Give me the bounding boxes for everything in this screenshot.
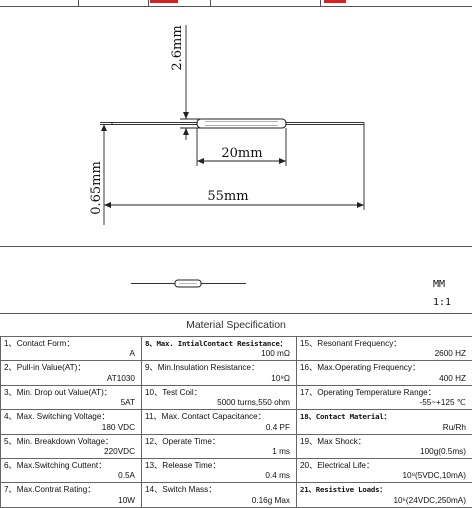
spec-cell: 17、Operating Temperature Range：-55~+125 …: [297, 385, 472, 409]
spec-cell: 3、Min. Drop out Value(AT)：5AT: [1, 385, 142, 409]
scale-unit: MM: [433, 279, 445, 290]
spec-value: -55~+125 ℃: [419, 398, 466, 408]
spec-label: 1、Contact Form：: [4, 337, 138, 349]
spec-value: 1 ms: [272, 447, 290, 457]
spec-cell: 21、Resistive Loads：10⁶(24VDC,250mA): [297, 483, 472, 507]
glass-body: [197, 119, 286, 128]
spec-value: 10W: [118, 496, 135, 506]
spec-cell: 11、Max. Contact Capacitance：0.4 PF: [142, 410, 297, 434]
spec-value: 5AT: [121, 398, 135, 408]
spec-label: 19、Max Shock：: [300, 435, 469, 447]
spec-value: 10⁶(24VDC,250mA): [393, 496, 466, 506]
spec-cell: 14、Switch Mass：0.16g Max: [142, 483, 297, 507]
spec-cell: 15、Resonant Frequency：2600 HZ: [297, 337, 472, 361]
dimension-total: 55mm: [104, 125, 364, 211]
spec-cell: 18、Contact Material：Ru/Rh: [297, 410, 472, 434]
spec-title: Material Specification: [0, 314, 472, 336]
spec-value: 0.5A: [118, 471, 135, 481]
spec-value: 180 VDC: [102, 423, 135, 433]
spec-value: 100g(0.5ms): [420, 447, 466, 457]
scale-view-drawing: [0, 256, 472, 316]
spec-label: 5、Min. Breakdown Voltage：: [4, 435, 138, 447]
spec-cell: 16、Max.Operating Frequency：400 HZ: [297, 361, 472, 385]
spec-value: 0.4 PF: [266, 423, 290, 433]
spec-value: 0.4 ms: [265, 471, 290, 481]
spec-cell: 6、Max.Switching Cuttent：0.5A: [1, 458, 142, 482]
spec-label: 21、Resistive Loads：: [300, 483, 469, 495]
spec-label: 3、Min. Drop out Value(AT)：: [4, 386, 138, 398]
spec-value: A: [130, 349, 135, 359]
spec-value: AT1030: [107, 374, 135, 384]
spec-label: 10、Test Coil：: [145, 386, 293, 398]
section-divider: [0, 246, 472, 247]
spec-label: 16、Max.Operating Frequency：: [300, 361, 469, 373]
spec-label: 20、Electrical Life：: [300, 459, 469, 471]
dimension-glass: 20mm: [197, 128, 286, 166]
spec-value: 0.16g Max: [252, 496, 290, 506]
spec-value: 400 HZ: [439, 374, 466, 384]
spec-cell: 13、Release Time：0.4 ms: [142, 458, 297, 482]
spec-label: 6、Max.Switching Cuttent：: [4, 459, 138, 471]
spec-value: 220VDC: [104, 447, 135, 457]
spec-label: 4、Max. Switching Voltage：: [4, 410, 138, 422]
spec-label: 8、Max. IntialContact Resistance：: [145, 337, 293, 349]
spec-label: 14、Switch Mass：: [145, 483, 293, 495]
spec-label: 2、Pull-in Value(AT)：: [4, 361, 138, 373]
dim-glass-label: 20mm: [221, 146, 262, 161]
spec-label: 11、Max. Contact Capacitance：: [145, 410, 293, 422]
spec-value: 10⁸(5VDC,10mA): [402, 471, 466, 481]
spec-value: 5000 turns,550 ohm: [217, 398, 290, 408]
reed-switch-drawing: 2.6mm 0.65mm 20mm 55mm: [0, 0, 472, 250]
spec-cell: 2、Pull-in Value(AT)：AT1030: [1, 361, 142, 385]
spec-label: 17、Operating Temperature Range：: [300, 386, 469, 398]
spec-cell: 5、Min. Breakdown Voltage：220VDC: [1, 434, 142, 458]
spec-value: 2600 HZ: [435, 349, 466, 359]
dim-diameter-label: 2.6mm: [170, 25, 185, 70]
dim-total-label: 55mm: [207, 189, 248, 204]
spec-label: 15、Resonant Frequency：: [300, 337, 469, 349]
spec-cell: 9、Min.Insulation Resistance：10⁹Ω: [142, 361, 297, 385]
spec-label: 9、Min.Insulation Resistance：: [145, 361, 293, 373]
spec-label: 13、Release Time：: [145, 459, 293, 471]
dim-lead-label: 0.65mm: [89, 161, 104, 215]
spec-cell: 20、Electrical Life：10⁸(5VDC,10mA): [297, 458, 472, 482]
spec-cell: 10、Test Coil：5000 turns,550 ohm: [142, 385, 297, 409]
spec-value: 100 mΩ: [261, 349, 290, 359]
spec-cell: 7、Max.Contrat Rating：10W: [1, 483, 142, 507]
spec-cell: 12、Operate Time：1 ms: [142, 434, 297, 458]
spec-cell: 1、Contact Form：A: [1, 337, 142, 361]
dimension-lead: 0.65mm: [89, 123, 112, 226]
spec-cell: 8、Max. IntialContact Resistance：100 mΩ: [142, 337, 297, 361]
spec-label: 7、Max.Contrat Rating：: [4, 483, 138, 495]
spec-value: 10⁹Ω: [271, 374, 290, 384]
spec-label: 12、Operate Time：: [145, 435, 293, 447]
spec-cell: 4、Max. Switching Voltage：180 VDC: [1, 410, 142, 434]
scale-ratio: 1:1: [433, 297, 451, 308]
spec-value: Ru/Rh: [443, 423, 466, 433]
spec-cell: 19、Max Shock：100g(0.5ms): [297, 434, 472, 458]
spec-label: 18、Contact Material：: [300, 410, 469, 422]
